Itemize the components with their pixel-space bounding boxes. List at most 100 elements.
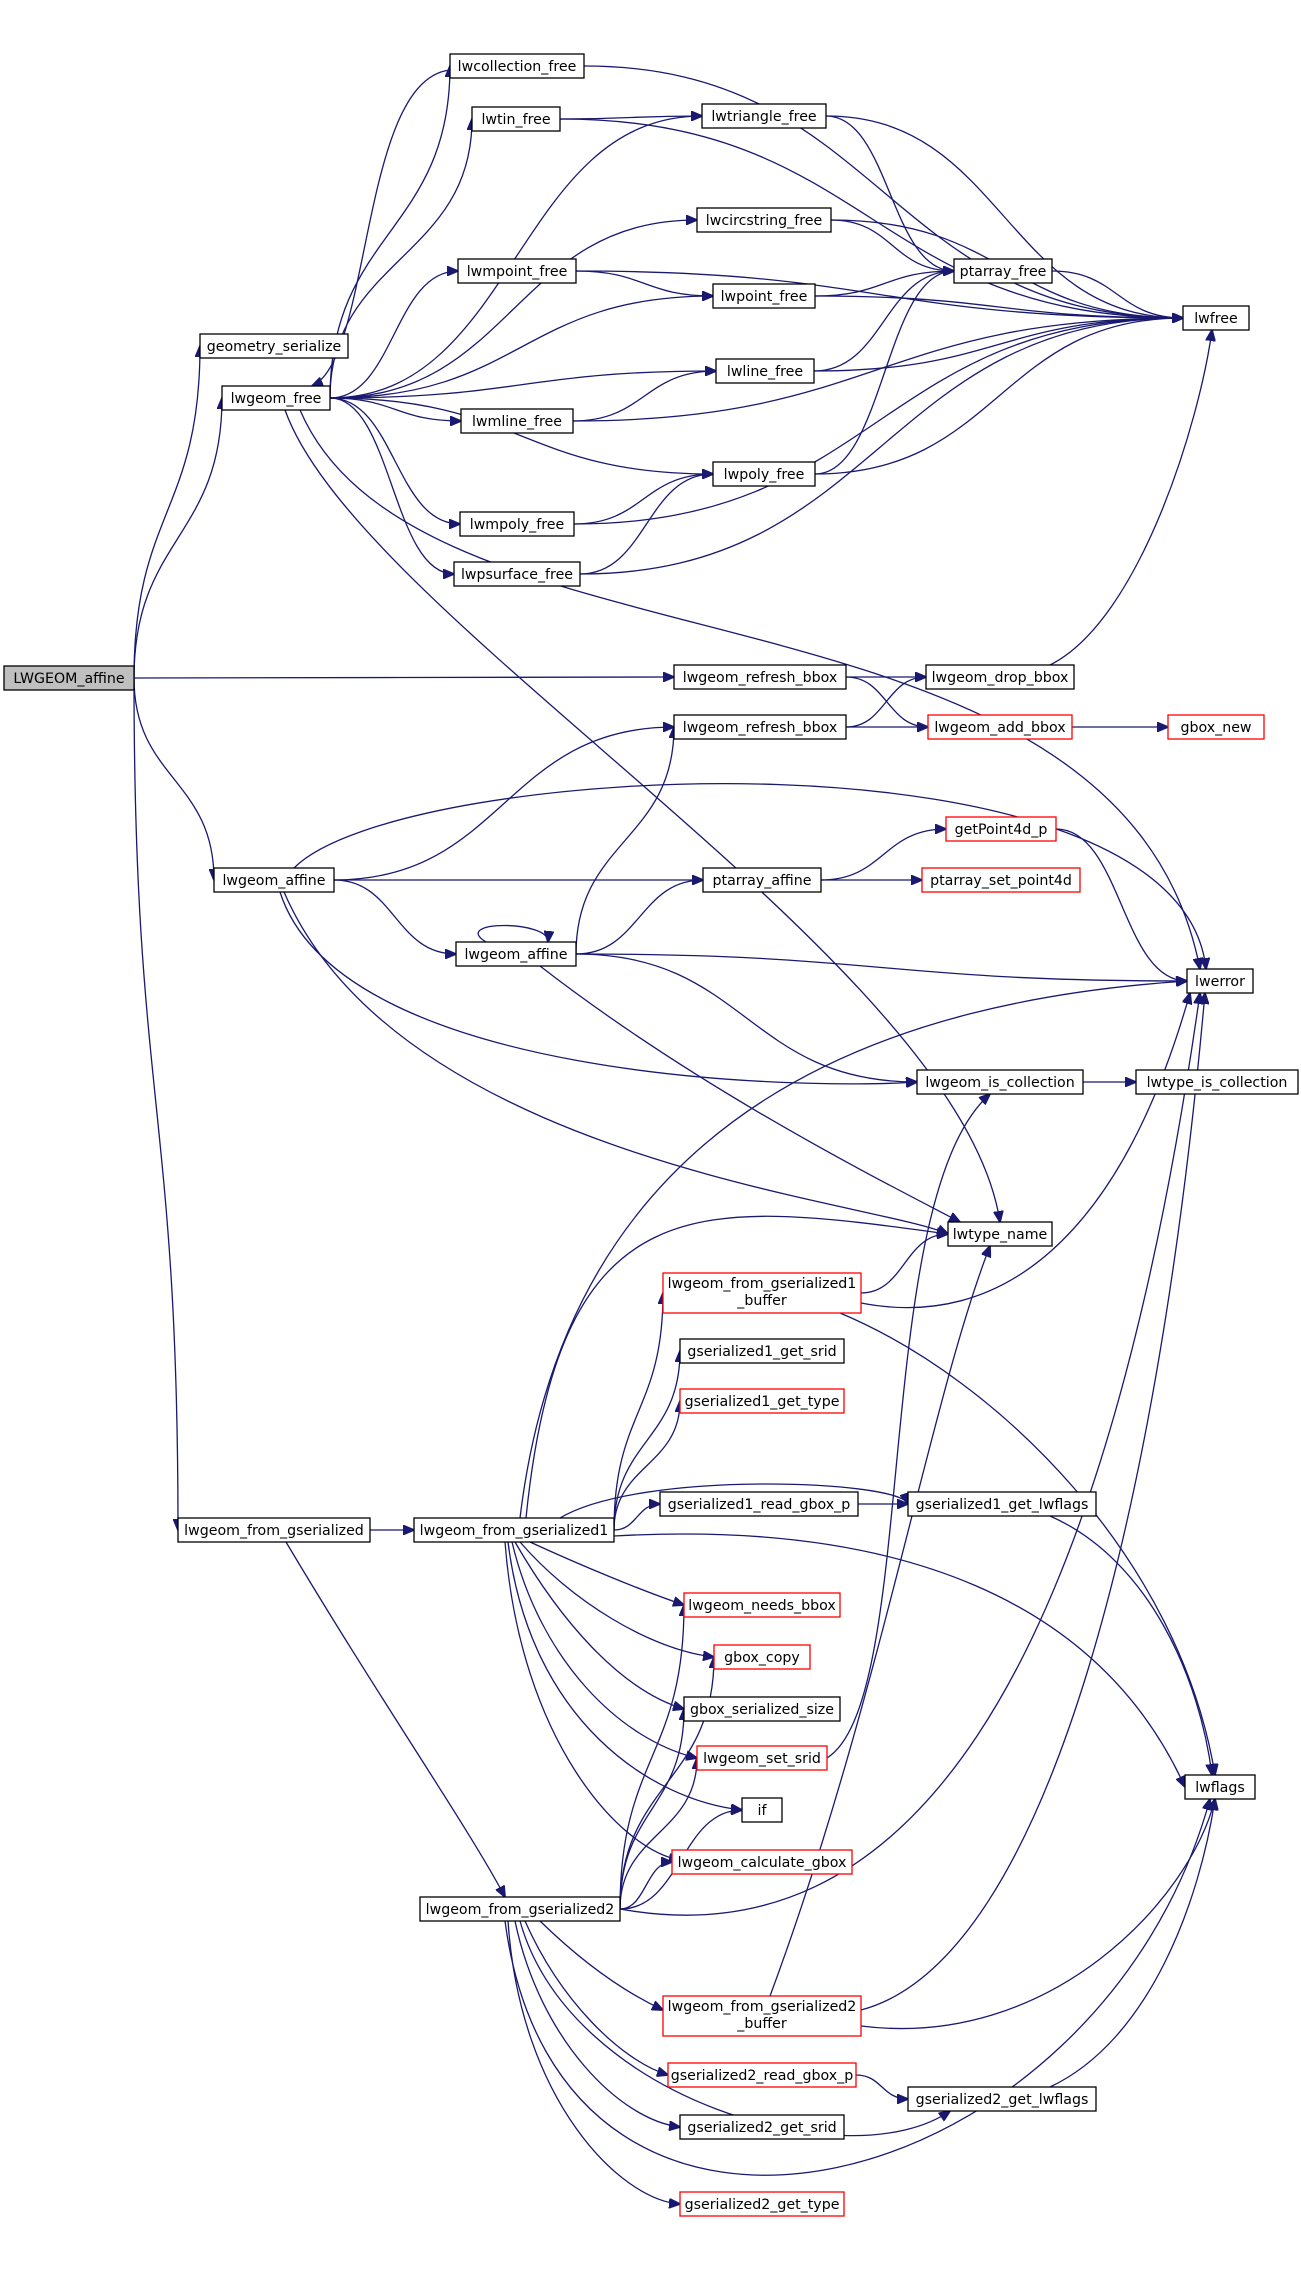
node-box — [419, 1896, 621, 1922]
edge-lwgeom_from_gserialized1-to-gbox_copy — [519, 1541, 714, 1657]
node-lwgeom-from-gserialized1[interactable]: lwgeom_from_gserialized1 — [413, 1517, 615, 1543]
node-gserialized2-get-lwflags[interactable]: gserialized2_get_lwflags — [907, 2086, 1097, 2112]
node-lwmline-free[interactable]: lwmline_free — [460, 408, 574, 434]
node-gbox-copy[interactable]: gbox_copy — [713, 1644, 811, 1670]
node-lwgeom-set-srid[interactable]: lwgeom_set_srid — [696, 1745, 828, 1771]
node-label: lwgeom_drop_bbox — [932, 670, 1069, 686]
edge-lwgeom_from_gserialized2-to-gserialized2_read_gbox_p — [524, 1920, 668, 2075]
node-box — [916, 1069, 1084, 1095]
node-box — [413, 1517, 615, 1543]
node-lwflags[interactable]: lwflags — [1184, 1774, 1256, 1800]
node-lwgeom-refresh-bbox-b[interactable]: lwgeom_refresh_bbox — [673, 714, 847, 740]
node-gserialized2-read-gbox-p[interactable]: gserialized2_read_gbox_p — [667, 2062, 857, 2088]
node-label: gbox_copy — [724, 1650, 800, 1666]
node-label: lwcollection_free — [458, 59, 577, 75]
node-lwgeom-refresh-bbox-a[interactable]: lwgeom_refresh_bbox — [673, 664, 847, 690]
node-gbox-new[interactable]: gbox_new — [1167, 714, 1265, 740]
node-ptarray-free[interactable]: ptarray_free — [953, 258, 1053, 284]
node-label: lwtype_name — [953, 1227, 1048, 1243]
node-gbox-serialized-size[interactable]: gbox_serialized_size — [683, 1696, 841, 1722]
node-gserialized1-get-srid[interactable]: gserialized1_get_srid — [679, 1338, 845, 1364]
edge-lwgeom_from_gserialized2-to-lwgeom_from_gserialized2_buffer — [539, 1920, 663, 2010]
node-lwgeom-from-gserialized2[interactable]: lwgeom_from_gserialized2 — [419, 1896, 621, 1922]
node-lwmpoint-free[interactable]: lwmpoint_free — [457, 258, 577, 284]
edges-layer — [133, 65, 1215, 2204]
edge-gserialized2_get_lwflags-to-lwflags — [1049, 1799, 1215, 2088]
node-label: gserialized2_get_lwflags — [916, 2092, 1089, 2108]
node-label: lwgeom_from_gserialized — [184, 1523, 364, 1539]
node-lwgeom-calculate-gbox[interactable]: lwgeom_calculate_gbox — [671, 1849, 853, 1875]
node-label: lwmpoint_free — [467, 264, 568, 280]
node-box — [1182, 305, 1250, 331]
node-ptarray-affine[interactable]: ptarray_affine — [702, 867, 822, 893]
node-lwgeom-from-gserialized1-buffer[interactable]: lwgeom_from_gserialized1_buffer — [662, 1272, 862, 1314]
node-lwcircstring-free[interactable]: lwcircstring_free — [696, 207, 832, 233]
node-label: lwline_free — [727, 364, 803, 380]
node-box — [459, 511, 575, 537]
node-lwcollection-free[interactable]: lwcollection_free — [449, 53, 585, 79]
node-lwerror[interactable]: lwerror — [1186, 968, 1254, 994]
node-label: lwflags — [1195, 1780, 1245, 1796]
node-if[interactable]: if — [741, 1797, 783, 1823]
node-lwpsurface-free[interactable]: lwpsurface_free — [453, 561, 581, 587]
node-label: gserialized1_get_type — [685, 1394, 840, 1410]
node-lwtin-free[interactable]: lwtin_free — [471, 106, 561, 132]
node-label: lwgeom_affine — [464, 947, 567, 963]
edge-lwgeom_from_gserialized1_buffer-to-lwflags — [839, 1312, 1215, 1775]
node-box — [741, 1797, 783, 1823]
edge-lwgeom_from_gserialized2-to-lwgeom_needs_bbox — [619, 1605, 684, 1910]
edge-lwgeom_from_gserialized2-to-gbox_serialized_size — [619, 1709, 684, 1910]
node-label: lwmpoly_free — [470, 517, 564, 533]
edge-lwgeom_from_gserialized1-to-lwtype_name — [525, 1215, 948, 1519]
node-lwgeom-drop-bbox[interactable]: lwgeom_drop_bbox — [925, 664, 1075, 690]
edge-ptarray_affine-to-getPoint4d_p — [820, 829, 946, 881]
edge-lwmline_free-to-lwline_free — [572, 371, 716, 422]
node-box — [907, 2086, 1097, 2112]
node-lwgeom-needs-bbox[interactable]: lwgeom_needs_bbox — [683, 1592, 841, 1618]
edge-root-to-lwgeom_affine_a — [133, 677, 214, 880]
node-box — [679, 2191, 845, 2217]
node-gserialized2-get-srid[interactable]: gserialized2_get_srid — [679, 2114, 845, 2140]
node-gserialized1-read-gbox-p[interactable]: gserialized1_read_gbox_p — [659, 1491, 859, 1517]
node-lwgeom-free[interactable]: lwgeom_free — [221, 385, 331, 411]
edge-ptarray_free-to-lwfree — [1051, 270, 1183, 318]
node-lwmpoly-free[interactable]: lwmpoly_free — [459, 511, 575, 537]
node-lwgeom-is-collection[interactable]: lwgeom_is_collection — [916, 1069, 1084, 1095]
node-lwgeom-add-bbox[interactable]: lwgeom_add_bbox — [927, 714, 1073, 740]
node-lwtype-is-collection[interactable]: lwtype_is_collection — [1135, 1069, 1299, 1095]
node-lwgeom-affine-a[interactable]: lwgeom_affine — [213, 867, 335, 893]
edge-lwcollection_free-to-lwfree — [583, 65, 1183, 318]
node-box — [460, 408, 574, 434]
node-lwline-free[interactable]: lwline_free — [715, 358, 815, 384]
node-lwgeom-from-gserialized2-buffer[interactable]: lwgeom_from_gserialized2_buffer — [662, 1995, 862, 2037]
edge-lwmpoint_free-to-lwfree — [575, 270, 1183, 318]
node-gserialized1-get-type[interactable]: gserialized1_get_type — [679, 1388, 845, 1414]
node-label: lwgeom_from_gserialized1 — [668, 1276, 857, 1292]
node-ptarray-set-point4d[interactable]: ptarray_set_point4d — [921, 867, 1081, 893]
node-label: lwgeom_from_gserialized1 — [420, 1523, 609, 1539]
node-gserialized1-get-lwflags[interactable]: gserialized1_get_lwflags — [907, 1491, 1097, 1517]
node-root[interactable]: LWGEOM_affine — [3, 665, 135, 691]
edge-lwgeom_affine_a-to-lwerror — [293, 782, 1206, 969]
node-lwtype-name[interactable]: lwtype_name — [947, 1221, 1053, 1247]
edge-lwgeom_from_gserialized2_buffer-to-lwerror — [860, 993, 1205, 2011]
node-lwgeom-affine-b[interactable]: lwgeom_affine — [455, 941, 577, 967]
node-gserialized2-get-type[interactable]: gserialized2_get_type — [679, 2191, 845, 2217]
node-box — [679, 1388, 845, 1414]
node-label: lwpsurface_free — [461, 567, 573, 583]
edge-lwgeom_from_gserialized1-to-if — [507, 1541, 742, 1810]
node-getPoint4d-p[interactable]: getPoint4d_p — [945, 816, 1057, 842]
node-lwtriangle-free[interactable]: lwtriangle_free — [701, 103, 827, 129]
node-lwpoint-free[interactable]: lwpoint_free — [712, 283, 816, 309]
node-box — [696, 207, 832, 233]
node-box — [1135, 1069, 1299, 1095]
edge-gserialized2_read_gbox_p-to-gserialized2_get_lwflags — [855, 2074, 908, 2099]
edge-lwgeom_from_gserialized1-to-lwflags — [613, 1533, 1185, 1787]
node-geometry-serialize[interactable]: geometry_serialize — [199, 333, 349, 359]
edge-lwgeom_from_gserialized2_buffer-to-lwflags — [860, 1799, 1215, 2030]
node-box — [1186, 968, 1254, 994]
node-lwpoly-free[interactable]: lwpoly_free — [712, 461, 816, 487]
node-box — [945, 816, 1057, 842]
node-lwfree[interactable]: lwfree — [1182, 305, 1250, 331]
node-lwgeom-from-gserialized[interactable]: lwgeom_from_gserialized — [177, 1517, 371, 1543]
